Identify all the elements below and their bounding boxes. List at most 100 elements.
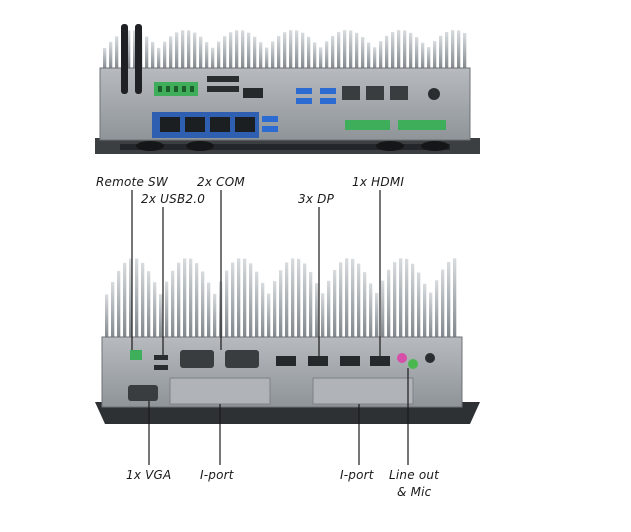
heatsink-fin bbox=[195, 263, 199, 339]
heatsink-fin bbox=[177, 262, 181, 339]
heatsink-fin bbox=[301, 32, 305, 70]
heatsink-fin bbox=[349, 30, 353, 71]
heatsink-fin bbox=[187, 30, 191, 70]
heatsink-fin bbox=[321, 293, 325, 339]
label-iport-right: I-port bbox=[340, 468, 374, 482]
heatsink-fin bbox=[391, 32, 395, 70]
heatsink-fin bbox=[441, 269, 445, 339]
heatsink-fin bbox=[289, 30, 293, 70]
heatsink-fin bbox=[181, 30, 185, 71]
heatsink-fin bbox=[193, 32, 197, 70]
heatsink-fin bbox=[411, 263, 415, 339]
heatsink-fin bbox=[387, 269, 391, 339]
heatsink-fin bbox=[435, 280, 439, 339]
com-port-1 bbox=[180, 350, 214, 368]
heatsink-fin bbox=[379, 41, 383, 70]
label-vga: 1x VGA bbox=[126, 468, 172, 482]
heatsink-fin bbox=[211, 47, 215, 70]
heatsink-fin bbox=[151, 41, 155, 70]
heatsink-fin bbox=[445, 31, 449, 70]
heatsink-fin bbox=[199, 36, 203, 70]
heatsink-fin bbox=[369, 283, 373, 339]
heatsink-fin bbox=[283, 32, 287, 70]
heatsink-fin bbox=[355, 32, 359, 70]
heatsink-fin bbox=[415, 37, 419, 70]
heatsink-fin bbox=[201, 271, 205, 339]
heatsink-fin bbox=[409, 32, 413, 70]
top-heatsink bbox=[103, 30, 467, 71]
bottom-heatsink bbox=[105, 258, 457, 339]
heatsink-fin bbox=[273, 281, 277, 339]
heatsink-fin bbox=[117, 270, 121, 339]
heatsink-fin bbox=[109, 41, 113, 70]
heatsink-fin bbox=[111, 281, 115, 339]
heatsink-fin bbox=[243, 258, 247, 339]
heatsink-fin bbox=[147, 271, 151, 339]
com-port-2 bbox=[225, 350, 259, 368]
heatsink-fin bbox=[259, 42, 263, 70]
label-mic: & Mic bbox=[397, 485, 432, 499]
heatsink-fin bbox=[165, 281, 169, 339]
heatsink-fin bbox=[463, 32, 467, 70]
heatsink-fin bbox=[169, 36, 173, 70]
heatsink-fin bbox=[171, 270, 175, 339]
heatsink-fin bbox=[457, 30, 461, 70]
heatsink-fin bbox=[271, 41, 275, 70]
label-hdmi: 1x HDMI bbox=[352, 175, 405, 189]
heatsink-fin bbox=[123, 262, 127, 339]
heatsink-fin bbox=[337, 32, 341, 70]
heatsink-fin bbox=[235, 30, 239, 70]
heatsink-fin bbox=[175, 32, 179, 70]
heatsink-fin bbox=[451, 30, 455, 71]
callout-lines bbox=[131, 190, 409, 465]
heatsink-fin bbox=[133, 30, 137, 70]
heatsink-fin bbox=[375, 292, 379, 339]
heatsink-fin bbox=[405, 258, 409, 339]
heatsink-fin bbox=[241, 30, 245, 70]
heatsink-fin bbox=[297, 258, 301, 339]
heatsink-fin bbox=[393, 262, 397, 339]
heatsink-fin bbox=[213, 293, 217, 339]
line-out-jack bbox=[408, 359, 418, 369]
heatsink-fin bbox=[189, 258, 193, 339]
heatsink-fin bbox=[399, 258, 403, 339]
label-iport-left: I-port bbox=[200, 468, 234, 482]
heatsink-fin bbox=[163, 41, 167, 70]
heatsink-fin bbox=[279, 270, 283, 339]
heatsink-fin bbox=[381, 280, 385, 339]
heatsink-fin bbox=[183, 258, 187, 339]
heatsink-fin bbox=[315, 283, 319, 339]
heatsink-fin bbox=[115, 36, 119, 70]
heatsink-fin bbox=[357, 263, 361, 339]
heatsink-fin bbox=[373, 47, 377, 70]
heatsink-fin bbox=[127, 30, 131, 70]
heatsink-fin bbox=[429, 292, 433, 339]
heatsink-fin bbox=[307, 36, 311, 70]
heatsink-fin bbox=[237, 258, 241, 339]
heatsink-fin bbox=[141, 262, 145, 339]
heatsink-fin bbox=[447, 261, 451, 339]
heatsink-fin bbox=[265, 47, 269, 70]
heatsink-fin bbox=[343, 30, 347, 70]
heatsink-fin bbox=[267, 293, 271, 339]
heatsink-fin bbox=[145, 36, 149, 70]
heatsink-fin bbox=[313, 42, 317, 70]
heatsink-fin bbox=[103, 48, 107, 70]
heatsink-fin bbox=[361, 36, 365, 70]
heatsink-fin bbox=[291, 258, 295, 339]
heatsink-fin bbox=[417, 272, 421, 339]
heatsink-fin bbox=[247, 32, 251, 70]
bottom-device bbox=[95, 258, 480, 424]
heatsink-fin bbox=[303, 263, 307, 339]
heatsink-fin bbox=[327, 280, 331, 339]
heatsink-fin bbox=[159, 294, 163, 339]
iport-cover-right bbox=[312, 377, 414, 405]
label-com: 2x COM bbox=[197, 175, 245, 189]
heatsink-fin bbox=[255, 271, 259, 339]
heatsink-fin bbox=[345, 258, 349, 339]
antenna-right bbox=[135, 24, 142, 94]
heatsink-fin bbox=[333, 270, 337, 339]
heatsink-fin bbox=[309, 271, 313, 339]
